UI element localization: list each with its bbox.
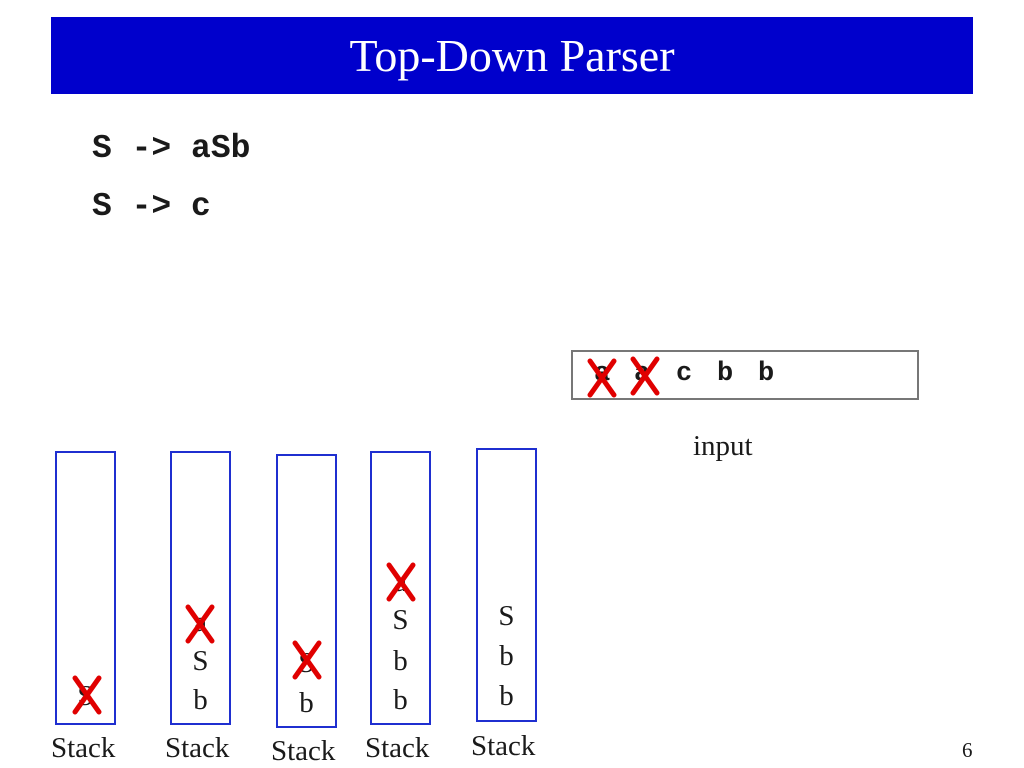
stack-3: S b	[276, 454, 337, 728]
stack-item: b	[499, 640, 514, 672]
stack-item: a	[394, 566, 407, 598]
page-number: 6	[962, 738, 973, 762]
input-symbol: b	[717, 359, 734, 389]
input-symbol: a	[634, 359, 651, 389]
stack-item: S	[498, 600, 515, 632]
input-symbol: c	[676, 359, 693, 389]
input-symbol: a	[594, 359, 611, 389]
title-bar: Top-Down Parser	[51, 17, 973, 94]
stack-item: b	[393, 684, 408, 716]
stack-item: S	[192, 645, 209, 677]
grammar-rule-1: S -> aSb	[92, 130, 251, 167]
grammar-rule-2: S -> c	[92, 188, 211, 225]
stack-label: Stack	[365, 732, 430, 764]
stack-1: S	[55, 451, 116, 725]
stack-label: Stack	[165, 732, 230, 764]
stack-label: Stack	[51, 732, 116, 764]
stack-item: b	[299, 687, 314, 719]
input-symbol: b	[758, 359, 775, 389]
stack-item: b	[499, 680, 514, 712]
slide-title: Top-Down Parser	[349, 29, 675, 81]
input-tape: a a c b b	[571, 350, 919, 400]
stack-item: b	[193, 684, 208, 716]
stack-4: a S b b	[370, 451, 431, 725]
stack-label: Stack	[471, 730, 536, 762]
stack-label: Stack	[271, 735, 336, 767]
stack-2: a S b	[170, 451, 231, 725]
stack-item: S	[77, 680, 94, 712]
stack-item: S	[298, 647, 315, 679]
stack-item: b	[393, 645, 408, 677]
stack-5: S b b	[476, 448, 537, 722]
stack-item: a	[194, 606, 207, 638]
input-label: input	[693, 430, 753, 462]
stack-item: S	[392, 604, 409, 636]
